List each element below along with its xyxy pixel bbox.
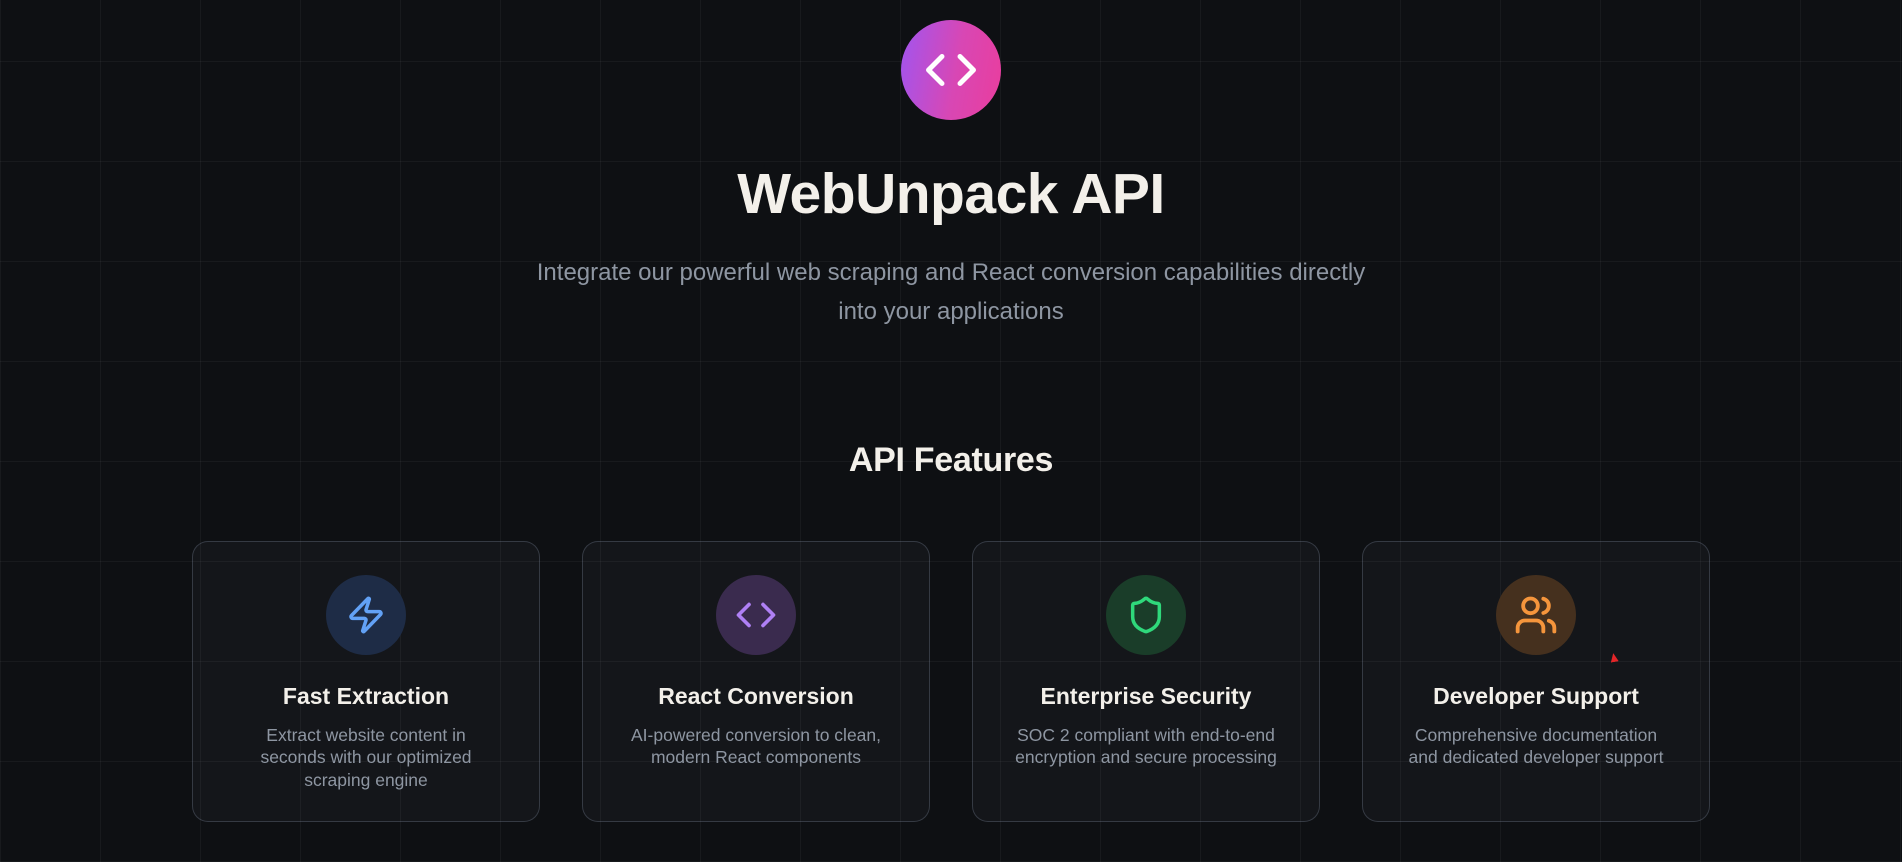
feature-card-title: React Conversion xyxy=(658,683,854,709)
feature-card-title: Enterprise Security xyxy=(1040,683,1252,709)
zap-icon xyxy=(346,595,386,635)
feature-card-react-conversion: React Conversion AI-powered conversion t… xyxy=(582,541,930,822)
page-subtitle: Integrate our powerful web scraping and … xyxy=(536,259,1366,325)
code-icon xyxy=(924,43,978,97)
feature-cards-row: Fast Extraction Extract website content … xyxy=(192,541,1710,822)
icon-circle xyxy=(1496,575,1576,655)
feature-card-developer-support: Developer Support Comprehensive document… xyxy=(1362,541,1710,822)
hero-section: WebUnpack API Integrate our powerful web… xyxy=(192,20,1710,822)
shield-icon xyxy=(1126,595,1166,635)
icon-circle xyxy=(1106,575,1186,655)
feature-card-description: Extract website content in seconds with … xyxy=(260,725,472,790)
feature-card-title: Developer Support xyxy=(1433,683,1639,709)
page-title: WebUnpack API xyxy=(737,162,1165,226)
feature-card-description: Comprehensive documentation and dedicate… xyxy=(1408,725,1664,768)
feature-card-description: SOC 2 compliant with end-to-end encrypti… xyxy=(1015,725,1277,768)
users-icon xyxy=(1514,593,1558,637)
feature-card-enterprise-security: Enterprise Security SOC 2 compliant with… xyxy=(972,541,1320,822)
feature-card-fast-extraction: Fast Extraction Extract website content … xyxy=(192,541,540,822)
code-icon xyxy=(735,594,777,636)
app-logo xyxy=(901,20,1001,120)
feature-card-title: Fast Extraction xyxy=(282,683,450,709)
icon-circle xyxy=(326,575,406,655)
feature-card-description: AI-powered conversion to clean, modern R… xyxy=(631,725,881,768)
icon-circle xyxy=(716,575,796,655)
features-heading: API Features xyxy=(848,441,1054,479)
